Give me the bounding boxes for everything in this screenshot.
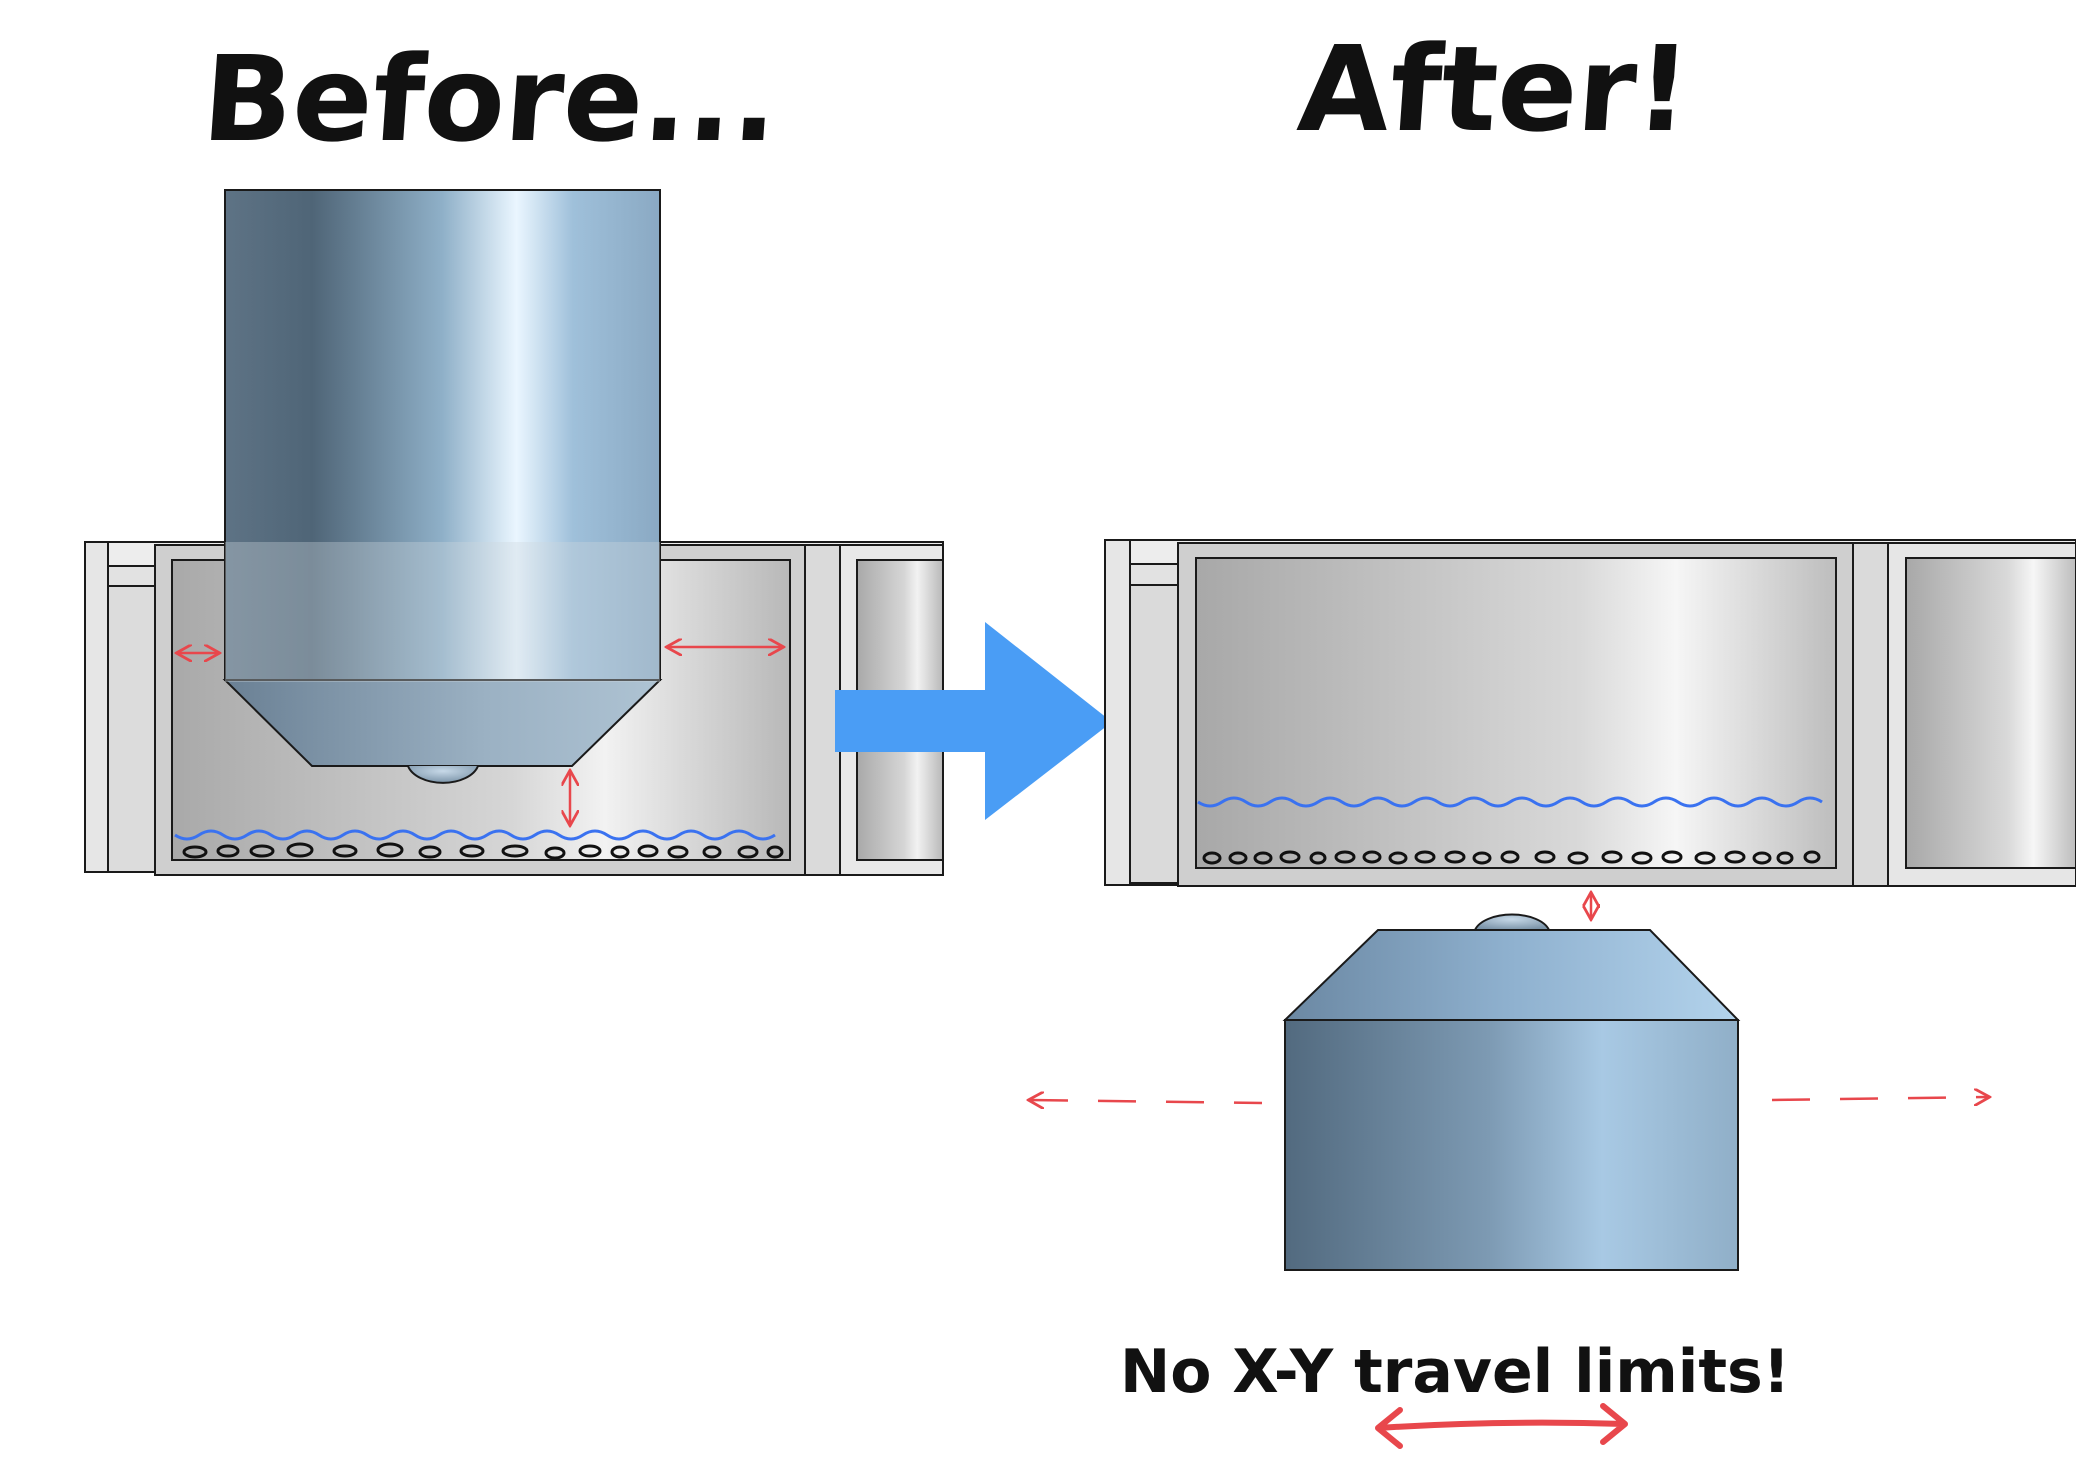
after-meniscus: [1197, 796, 1823, 808]
before-meniscus: [174, 829, 776, 841]
double-arrow-icon: [1375, 1403, 1628, 1449]
after-title: After!: [1294, 20, 1695, 158]
after-well-plate: [1104, 539, 2076, 887]
before-overlap-shade: [225, 542, 660, 682]
before-clearance-arrows: [178, 647, 782, 824]
after-cells: [1202, 850, 1821, 865]
before-title: Before...: [198, 30, 783, 168]
caption-text: No X-Y travel limits!: [1120, 1337, 1790, 1407]
before-panel: [84, 189, 944, 876]
right-arrow-icon: [835, 622, 1112, 820]
before-objective: [222, 189, 663, 784]
after-annotations: [1030, 894, 1988, 1103]
after-objective: [1282, 913, 1741, 1271]
after-panel: [1030, 539, 2076, 1271]
before-cells: [182, 842, 784, 860]
